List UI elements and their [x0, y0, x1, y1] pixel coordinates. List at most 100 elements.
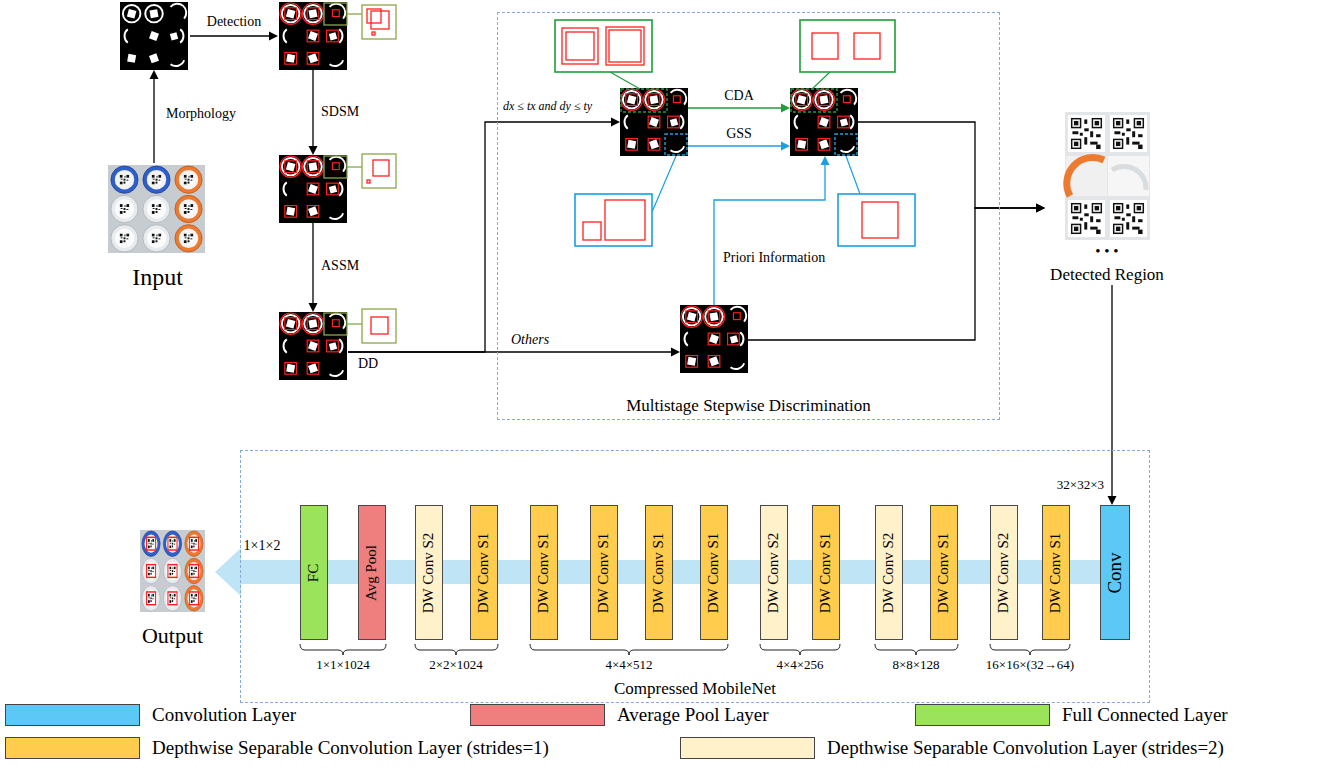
edge-label: Others: [510, 332, 550, 348]
arrow-head: [1036, 204, 1045, 213]
connector-line: [958, 560, 990, 584]
arrow-connector: [150, 70, 159, 163]
connector-line: [903, 560, 930, 584]
connector-line: [312, 223, 313, 304]
arrow-head: [150, 70, 159, 79]
detection-image: [278, 2, 348, 70]
arrow-head: [781, 104, 790, 113]
feature-flow-band: [215, 548, 300, 596]
arrow-head: [1108, 496, 1117, 505]
legend-item: Convolution Layer: [5, 704, 296, 726]
feature-flow-band: [903, 572, 930, 573]
dwconv-layer: DW Conv S2: [415, 505, 443, 640]
detected-region-label: Detected Region: [1050, 265, 1164, 285]
legend-swatch: [5, 704, 140, 726]
arrow-connector: [348, 348, 680, 357]
output-photo: Output: [130, 528, 215, 648]
arrow-connector: [348, 118, 620, 353]
arrow-head: [611, 118, 620, 127]
connector-line: [673, 560, 700, 584]
arrow-connector: [1108, 285, 1117, 505]
dwconv-layer: DW Conv S1: [530, 505, 558, 640]
assm-image: [278, 312, 348, 380]
connector-line: [558, 560, 590, 584]
legend-label: Convolution Layer: [152, 704, 296, 726]
feature-flow-band: [618, 572, 645, 573]
legend-swatch: [5, 737, 140, 759]
feature-flow-band: [673, 572, 700, 573]
avgpool-layer-label: Avg Pool: [363, 545, 380, 601]
conv-layer-label: Conv: [1104, 552, 1126, 593]
feature-flow-band: [443, 572, 470, 573]
legend-swatch: [680, 737, 815, 759]
arrow-connector: [309, 223, 318, 312]
arrow-connector: [714, 156, 830, 305]
edge-label: CDA: [723, 88, 755, 104]
edge-label: Detection: [206, 14, 262, 30]
feature-flow-band: [558, 572, 590, 573]
feature-flow-band: [498, 572, 530, 573]
dwconv-layer-label: DW Conv S2: [995, 532, 1012, 613]
input-size: 32×32×3: [1057, 478, 1104, 493]
dwconv-layer: DW Conv S1: [700, 505, 728, 640]
feature-flow-band: [728, 572, 760, 573]
arrow-head: [1036, 204, 1045, 213]
legend-label: Depthwise Separable Convolution Layer (s…: [827, 737, 1224, 759]
connector-line: [618, 560, 645, 584]
edge-label: Morphology: [165, 106, 237, 122]
ellipsis: • • •: [1095, 243, 1118, 260]
network-group-label: Compressed MobileNet: [614, 679, 776, 699]
output-size: 1×1×2: [244, 538, 281, 554]
morphology-image: [118, 2, 190, 70]
feature-flow-band: [1070, 572, 1100, 573]
stage-group-label: Multistage Stepwise Discrimination: [626, 396, 871, 416]
edge-label: ASSM: [320, 258, 360, 274]
arrow-connector: [688, 142, 790, 151]
connector-line: [788, 560, 812, 584]
dwconv-layer: DW Conv S1: [930, 505, 958, 640]
dwconv-layer: DW Conv S2: [875, 505, 903, 640]
arrow-connector: [858, 122, 1045, 213]
dwconv-layer-label: DW Conv S1: [475, 532, 492, 613]
feature-flow-band: [328, 572, 358, 573]
edge-label: SDSM: [320, 104, 360, 120]
dwconv-layer-label: DW Conv S1: [650, 532, 667, 613]
conv-layer: Conv: [1100, 505, 1130, 640]
connector-line: [688, 107, 782, 108]
result-image: [790, 88, 858, 156]
input-photo: Input: [100, 163, 215, 292]
candidate-image: [620, 88, 688, 156]
arrow-head: [671, 348, 680, 357]
others-image: [680, 305, 748, 373]
connector-line: [153, 78, 154, 163]
stage-group: Multistage Stepwise Discrimination: [497, 12, 1000, 420]
connector-line: [714, 164, 825, 305]
feature-flow-band: [958, 572, 990, 573]
legend-swatch: [915, 704, 1050, 726]
connector-line: [348, 351, 672, 352]
edge-label: GSS: [725, 126, 753, 142]
legend-item: Average Pool Layer: [470, 704, 769, 726]
dimension-label: 16×16×(32→64): [986, 658, 1074, 673]
dwconv-layer-label: DW Conv S1: [595, 532, 612, 613]
edge-label: Priori Information: [722, 250, 826, 266]
avgpool-layer: Avg Pool: [358, 505, 386, 640]
arrow-connector: [748, 204, 1045, 341]
legend-label: Average Pool Layer: [617, 704, 769, 726]
connector-line: [237, 560, 300, 584]
dwconv-layer-label: DW Conv S1: [1047, 532, 1064, 613]
connector-line: [748, 208, 1037, 340]
legend-label: Full Connected Layer: [1062, 704, 1228, 726]
feature-flow-band: [386, 572, 415, 573]
dwconv-layer: DW Conv S2: [990, 505, 1018, 640]
dwconv-layer: DW Conv S1: [1042, 505, 1070, 640]
dimension-label: 4×4×512: [605, 658, 652, 673]
arrow-head: [821, 156, 830, 165]
dimension-label: 4×4×256: [776, 658, 823, 673]
dwconv-layer-label: DW Conv S1: [817, 532, 834, 613]
input-photo-label: Input: [132, 264, 183, 292]
fc-layer-label: FC: [305, 563, 322, 581]
sdsm-image: [278, 155, 348, 223]
connector-line: [1111, 285, 1112, 497]
